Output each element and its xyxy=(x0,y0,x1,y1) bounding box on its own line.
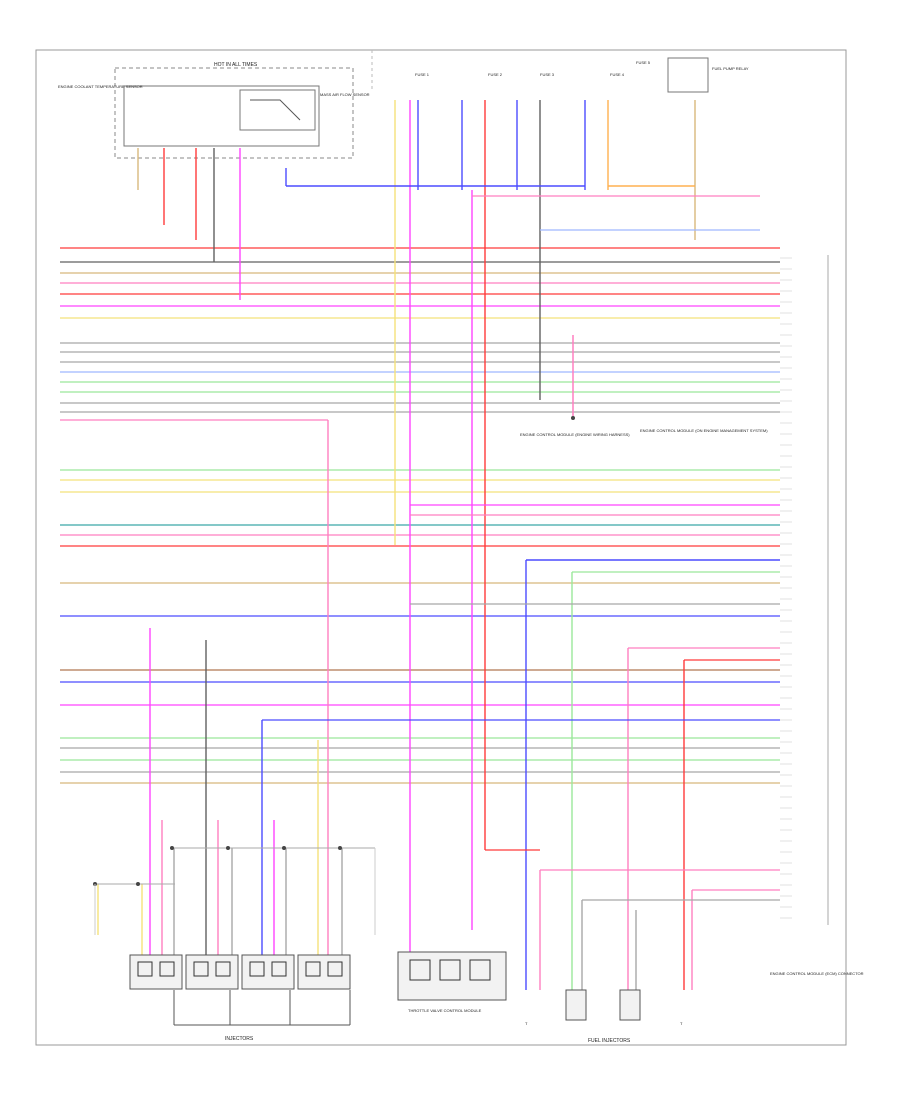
injector-1 xyxy=(129,954,183,990)
injectors-label: INJECTORS xyxy=(225,1036,254,1042)
fuel-injectors: T T xyxy=(525,989,683,1026)
top-module-box xyxy=(123,85,320,147)
fuel-injectors-label: FUEL INJECTORS xyxy=(588,1038,631,1044)
fuse-label-2: FUSE 2 xyxy=(488,72,503,77)
vertical-wires xyxy=(60,100,780,990)
fuel-injector-a xyxy=(565,989,587,1021)
top-module-outline xyxy=(114,67,354,159)
center-splice xyxy=(571,416,575,420)
diagram-border xyxy=(35,49,847,1046)
fuse-label-3: FUSE 3 xyxy=(540,72,555,77)
fuse-label-1: FUSE 1 xyxy=(415,72,430,77)
maf-label: MASS AIR FLOW SENSOR xyxy=(320,92,370,97)
injector-blocks xyxy=(129,954,351,1026)
throttle-label: THROTTLE VALVE CONTROL MODULE xyxy=(408,1008,482,1013)
horizontal-wires xyxy=(60,247,780,784)
injector-bus xyxy=(93,846,376,935)
center-note: ENGINE CONTROL MODULE (ENGINE WIRING HAR… xyxy=(520,432,630,437)
injector-4 xyxy=(297,954,351,990)
injector-3 xyxy=(241,954,295,990)
fuse-label-5: FUSE 5 xyxy=(636,60,651,65)
relay-box xyxy=(667,57,709,93)
fuel-injector-b xyxy=(619,989,641,1021)
fuse-label-4: FUSE 4 xyxy=(610,72,625,77)
maf-symbol xyxy=(250,99,301,121)
injector-2 xyxy=(185,954,239,990)
ecm-pin-numbers xyxy=(780,257,792,919)
maf-sensor-box xyxy=(239,89,316,131)
relay-label: FUEL PUMP RELAY xyxy=(712,66,749,71)
ecm-connector-label: ENGINE CONTROL MODULE (ECM) CONNECTOR xyxy=(770,971,864,976)
fuse-labels: FUSE 1 FUSE 2 FUSE 3 FUSE 4 FUSE 5 xyxy=(415,60,651,77)
top-box-label: HOT IN ALL TIMES xyxy=(214,62,258,68)
svg-text:T: T xyxy=(525,1021,528,1026)
left-sensor-label: ENGINE COOLANT TEMPERATURE SENSOR xyxy=(58,84,143,89)
ecm-note: ENGINE CONTROL MODULE (ON ENGINE MANAGEM… xyxy=(640,428,768,433)
svg-text:T: T xyxy=(680,1021,683,1026)
